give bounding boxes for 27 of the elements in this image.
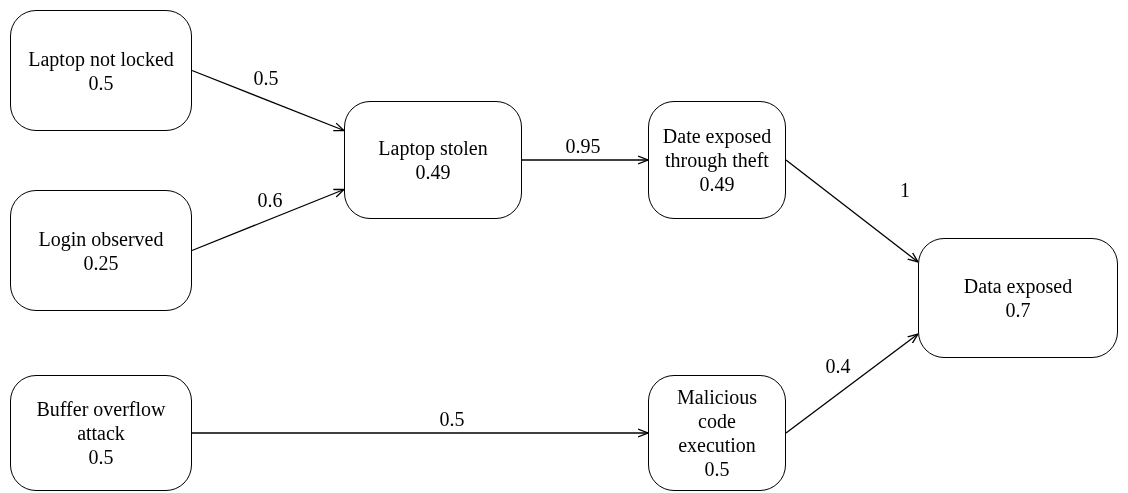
probability-value: 0.25 [83,251,119,275]
event-name: Login observed [38,226,164,251]
arrow [191,188,345,252]
event-name: Data exposed [963,274,1073,298]
probability-value: 0.49 [699,172,735,196]
probability-value: 0.5 [704,457,730,481]
event-box [918,238,1118,358]
event-box [10,375,192,491]
event-box [344,101,522,219]
probability-value: 0.7 [1005,298,1031,322]
arrow [521,155,649,165]
event-box [648,101,786,219]
arrow [785,333,919,434]
arrow [191,428,649,438]
arrow [191,69,345,132]
event-name: Buffer overflow attack [35,397,167,445]
probability-value: 0.5 [88,445,114,469]
probability-value: 0.5 [88,70,114,95]
event-name: Laptop stolen [378,136,488,160]
arrow [785,159,919,263]
event-name: Malicious code execution [676,385,758,457]
event-name: Laptop not locked [28,46,174,71]
event-box [10,10,192,131]
event-box [10,190,192,311]
event-name: Date exposed through theft [661,124,773,172]
probability-value: 0.49 [415,160,451,184]
event-box [648,375,786,491]
